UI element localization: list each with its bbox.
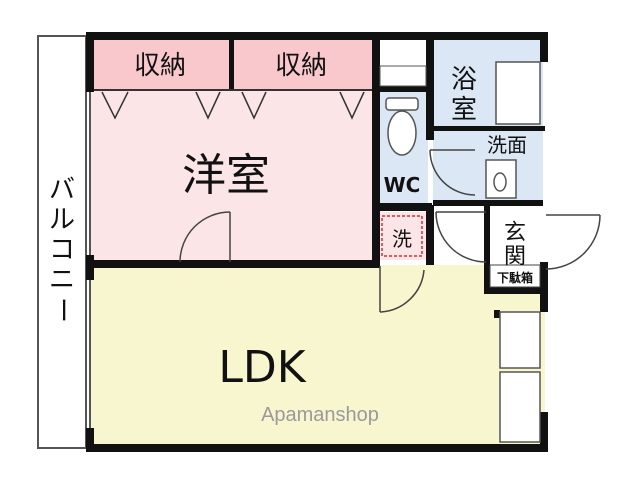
closet-doors [101, 91, 365, 120]
wall-bath-bottom [433, 126, 545, 131]
western-room-label: 洋室 [182, 150, 270, 201]
wall-entrance-bottom [484, 286, 546, 294]
storage-2-area [233, 40, 373, 90]
wall-top [86, 32, 548, 40]
balcony-outline [37, 35, 87, 449]
vertical-char: 室 [451, 95, 477, 125]
laundry-label: 洗 [392, 227, 412, 251]
wall-storage-divider [229, 40, 234, 90]
wall-room-right [372, 32, 380, 267]
shoe-box [489, 264, 541, 288]
vertical-char: 関 [504, 245, 526, 270]
laundry-area [378, 212, 428, 260]
vertical-char: ル [49, 205, 75, 235]
bathtub [495, 61, 541, 125]
storage-1-area [90, 40, 230, 90]
wall-left-lower [86, 428, 94, 452]
vertical-char: ー [47, 297, 77, 323]
ldk-door [379, 266, 425, 313]
wall-ldk-top [90, 260, 380, 268]
wc-door [429, 149, 476, 196]
ldk-label: LDK [218, 342, 306, 393]
wall-left-upper [86, 32, 94, 92]
kitchen-fridge [499, 311, 541, 369]
wall-right-bottom [540, 412, 548, 452]
western-room-area [90, 90, 375, 265]
wall-wc-right [426, 40, 434, 140]
wall-laundry-right [426, 205, 434, 265]
vertical-char: バ [49, 175, 75, 205]
room-door [179, 211, 231, 263]
washroom-label: 洗面 [487, 133, 527, 157]
pipe-space [379, 65, 427, 87]
vertical-char: 浴 [451, 65, 477, 95]
wall-wc-top [378, 86, 428, 92]
storage-2-label: 収納 [275, 51, 327, 81]
wall-washroom-bottom [433, 200, 543, 206]
washroom-door [435, 211, 487, 263]
wash-basin [485, 159, 517, 199]
toilet-fixture [385, 97, 419, 156]
wall-wc-bottom [376, 203, 432, 211]
storage-1-label: 収納 [134, 51, 186, 81]
entrance-label: 玄関 [504, 221, 526, 270]
wall-right-top [540, 32, 548, 62]
wall-bottom [86, 444, 548, 452]
vertical-char: コ [49, 235, 75, 265]
vertical-char: 玄 [504, 221, 526, 246]
kitchen-counter [499, 371, 541, 443]
entrance-door [545, 214, 601, 270]
wall-entrance-left [484, 205, 490, 290]
bath-label: 浴室 [451, 65, 477, 125]
watermark: Apamanshop [261, 404, 379, 426]
shoe-box-label: 下駄箱 [497, 270, 533, 285]
vertical-char: ニ [49, 265, 75, 295]
toilet-label: WC [384, 173, 421, 197]
laundry-pan [381, 215, 423, 257]
ldk-area [90, 265, 545, 445]
wall-ldk-right [494, 310, 500, 318]
